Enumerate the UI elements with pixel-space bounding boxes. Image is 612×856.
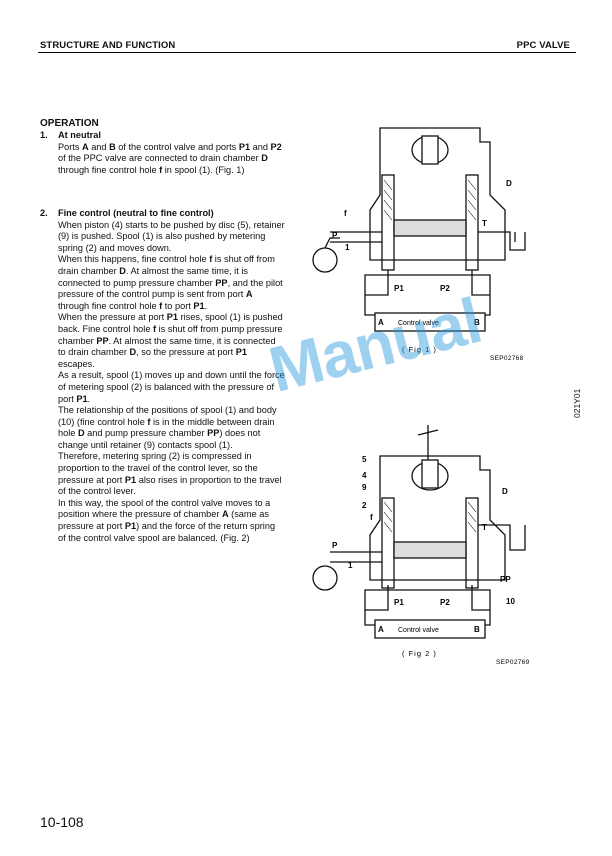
figure-2-diagram: 5 4 9 2 f D T P 1 PP P1 P2 10 A B Contro… <box>312 425 530 666</box>
label-disc-5: 5 <box>362 455 367 464</box>
label-spool-1: 1 <box>345 243 350 252</box>
section-body: When piston (4) starts to be pushed by d… <box>58 220 285 545</box>
figure-2-code: SEP02769 <box>496 659 530 666</box>
paragraph: When the pressure at port P1 rises, spoo… <box>58 312 283 369</box>
operation-title: OPERATION <box>40 118 99 129</box>
label-hole-f: f <box>370 513 373 522</box>
label-port-P2: P2 <box>440 284 450 293</box>
label-body-10: 10 <box>506 597 515 606</box>
label-port-P1: P1 <box>394 598 404 607</box>
label-drain-D: D <box>502 487 508 496</box>
section-number: 2. <box>40 208 48 218</box>
paragraph: As a result, spool (1) moves up and down… <box>58 370 285 404</box>
label-tank-T: T <box>482 523 487 532</box>
label-spring-2: 2 <box>362 501 367 510</box>
page-number: 10-108 <box>40 814 84 830</box>
header-rule <box>38 52 576 53</box>
figure-1-caption: ( Fig 1 ) <box>402 345 437 354</box>
label-control-valve: Control valve <box>398 627 439 634</box>
label-port-P1: P1 <box>394 284 404 293</box>
label-port-A: A <box>378 625 384 634</box>
label-pump-P: P <box>332 541 338 550</box>
label-tank-T: T <box>482 219 487 228</box>
label-control-valve: Control valve <box>398 320 439 327</box>
section-heading: Fine control (neutral to fine control) <box>58 208 214 218</box>
paragraph: Therefore, metering spring (2) is compre… <box>58 451 282 497</box>
label-drain-D: D <box>506 179 512 188</box>
label-piston-4: 4 <box>362 471 367 480</box>
section-fine-control: 2. Fine control (neutral to fine control… <box>40 208 285 544</box>
header-section-title: STRUCTURE AND FUNCTION <box>40 40 176 51</box>
figure-1-code: SEP02768 <box>490 355 524 362</box>
label-port-B: B <box>474 318 480 327</box>
header-component-title: PPC VALVE <box>516 40 570 51</box>
label-pump-P: P <box>332 231 338 240</box>
label-port-A: A <box>378 318 384 327</box>
label-retainer-9: 9 <box>362 483 367 492</box>
label-spool-1: 1 <box>348 561 353 570</box>
figure-2-caption: ( Fig 2 ) <box>402 649 437 658</box>
paragraph: The relationship of the positions of spo… <box>58 405 277 450</box>
label-hole-f: f <box>344 209 347 218</box>
paragraph: When piston (4) starts to be pushed by d… <box>58 219 285 253</box>
section-at-neutral: 1. At neutral Ports A and B of the contr… <box>40 130 285 176</box>
section-number: 1. <box>40 130 48 140</box>
figure-1-diagram: D f T P 1 P1 P2 A B Control valve ( Fig … <box>312 127 526 362</box>
paragraph: In this way, the spool of the control va… <box>58 497 276 543</box>
section-heading: At neutral <box>58 130 101 140</box>
label-port-B: B <box>474 625 480 634</box>
section-body: Ports A and B of the control valve and p… <box>58 141 282 175</box>
label-chamber-PP: PP <box>500 575 511 584</box>
paragraph: When this happens, fine control hole f i… <box>58 254 283 311</box>
label-port-P2: P2 <box>440 598 450 607</box>
side-document-code: 021Y01 <box>572 388 582 418</box>
